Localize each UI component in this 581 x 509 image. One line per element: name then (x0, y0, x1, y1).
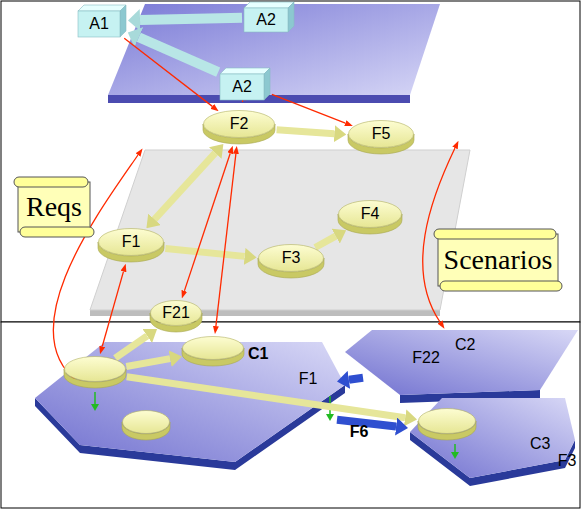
node-label: A1 (89, 11, 109, 37)
box-side (120, 5, 126, 37)
cylinder-top (259, 245, 324, 272)
function-cylinder-outline (418, 408, 476, 440)
connector (184, 153, 230, 291)
function-cylinder: F5 (348, 120, 414, 154)
box-side (288, 2, 294, 32)
function-cylinder: F6 (122, 410, 170, 440)
cylinder-top (419, 409, 476, 434)
box-top (220, 68, 270, 74)
scroll-roll (434, 229, 556, 239)
connector (127, 377, 405, 418)
node-label: F6 (350, 420, 369, 444)
component-platform-outline (345, 330, 578, 395)
cylinder-top (65, 357, 126, 382)
scroll-roll (20, 227, 94, 237)
function-cylinder-outline (64, 356, 126, 388)
cylinder-top (183, 337, 244, 360)
connector (349, 378, 363, 380)
function-cylinder: F21 (150, 300, 202, 332)
node-label: F1 (122, 228, 141, 256)
function-cylinder: F1 (64, 356, 126, 388)
box-side (264, 68, 270, 100)
box-front (220, 74, 264, 100)
node-label: C2 (455, 336, 475, 354)
connector (242, 100, 244, 102)
connector (216, 154, 236, 326)
box-front (244, 8, 288, 32)
function-cylinder: F4 (338, 200, 402, 234)
connector (102, 271, 123, 346)
node-label: F3 (558, 448, 577, 474)
function-cylinder-outline (182, 336, 244, 366)
function-cylinder: F2 (203, 110, 275, 144)
document-scroll: Scenarios (432, 228, 564, 292)
function-platform (90, 150, 470, 310)
function-cylinder: F3 (418, 408, 476, 440)
actor-box: A2 (244, 2, 294, 32)
platform-edge (90, 310, 440, 316)
scroll-roll (14, 177, 88, 187)
upper-panel (1, 1, 580, 322)
cylinder-top (123, 411, 170, 434)
node-label: F3 (282, 244, 301, 272)
allocation-arrow (454, 444, 456, 452)
node-label: A2 (232, 74, 252, 100)
cylinder-top (99, 229, 164, 256)
node-label: C3 (530, 435, 550, 453)
actor-box: A1 (78, 5, 126, 37)
node-label: A2 (256, 8, 276, 32)
connector (165, 248, 244, 256)
node-label: F21 (162, 300, 190, 326)
node-label: Reqs (26, 176, 82, 238)
connector (126, 359, 170, 367)
node-label: F22 (412, 346, 440, 370)
cylinder-top (339, 201, 402, 228)
box-front (78, 11, 120, 37)
node-label: F2 (230, 110, 249, 138)
connector (139, 37, 218, 72)
node-label: F1 (299, 366, 318, 392)
connector (272, 94, 346, 123)
connector (277, 130, 335, 134)
component-platform: C3F3 (410, 395, 575, 480)
function-cylinder: F1 (98, 228, 164, 262)
cylinder-top (204, 111, 275, 138)
component-platform: C2 (365, 328, 575, 398)
connector (315, 236, 336, 247)
actor-platform (108, 4, 440, 95)
connector (115, 336, 147, 358)
connector (140, 18, 242, 20)
lower-panel (1, 322, 580, 508)
actor-box: A2 (220, 68, 270, 100)
function-cylinder-outline (122, 410, 170, 440)
function-cylinder: F3 (258, 244, 324, 278)
allocation-arrow (94, 392, 96, 404)
node-label: C1 (248, 345, 268, 363)
connector (155, 153, 216, 219)
cylinder-top (151, 301, 202, 326)
cylinder-top (349, 121, 414, 148)
box-top (78, 5, 126, 11)
box-top (244, 2, 294, 8)
component-platform-outline (410, 398, 575, 478)
function-cylinder: F22 (182, 336, 244, 366)
document-scroll: Reqs (12, 176, 96, 238)
connector (124, 38, 212, 106)
node-label: Scenarios (444, 228, 553, 292)
scroll-roll (440, 281, 562, 291)
node-label: F5 (372, 120, 391, 148)
node-label: F4 (361, 200, 380, 228)
component-platform: C1F22F1F6 (35, 335, 335, 470)
